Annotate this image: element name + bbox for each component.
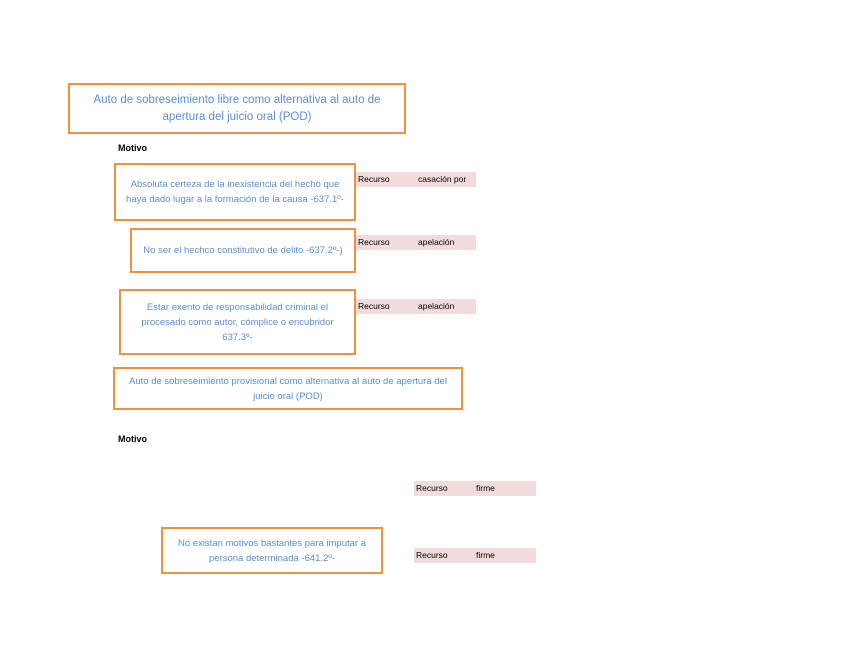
motivo-box-637-2: No ser el hechco constitutivo de delito … <box>130 228 356 273</box>
motivo-box-637-1: Absoluta certeza de la inexistencia del … <box>114 163 356 221</box>
recurso-value: apelación <box>418 237 455 247</box>
motivo-text: No existan motivos bastantes para imputa… <box>178 537 366 564</box>
motivo-box-641-2: No existan motivos bastantes para imputa… <box>161 527 383 574</box>
motivo-box-637-3: Estar exento de responsabilidad criminal… <box>119 289 356 355</box>
motivo-text: No ser el hechco constitutivo de delito … <box>143 245 343 256</box>
title-box-sobreseimiento-provisional: Auto de sobreseimiento provisional como … <box>113 367 463 410</box>
recurso-cell-1: Recurso casación por <box>356 172 476 187</box>
motivo-text: Estar exento de responsabilidad criminal… <box>141 301 334 343</box>
recurso-label: Recurso <box>416 550 448 560</box>
title-box-sobreseimiento-libre: Auto de sobreseimiento libre como altern… <box>68 83 406 134</box>
recurso-label: Recurso <box>358 301 390 311</box>
recurso-label: Recurso <box>358 237 390 247</box>
recurso-cell-standalone: Recurso firme <box>414 481 536 496</box>
motivo-label-1: Motivo <box>118 143 147 153</box>
motivo-text: Absoluta certeza de la inexistencia del … <box>126 179 344 205</box>
title-text: Auto de sobreseimiento libre como altern… <box>93 93 381 123</box>
recurso-value: firme <box>476 483 495 493</box>
recurso-cell-4: Recurso firme <box>414 548 536 563</box>
recurso-label: Recurso <box>416 483 448 493</box>
provisional-title-text: Auto de sobreseimiento provisional como … <box>129 375 447 402</box>
recurso-label: Recurso <box>358 174 390 184</box>
recurso-value: casación por <box>418 174 467 184</box>
recurso-value: apelación <box>418 301 455 311</box>
motivo-label-2: Motivo <box>118 434 147 444</box>
recurso-value: firme <box>476 550 495 560</box>
recurso-cell-2: Recurso apelación <box>356 235 476 250</box>
recurso-cell-3: Recurso apelación <box>356 299 476 314</box>
